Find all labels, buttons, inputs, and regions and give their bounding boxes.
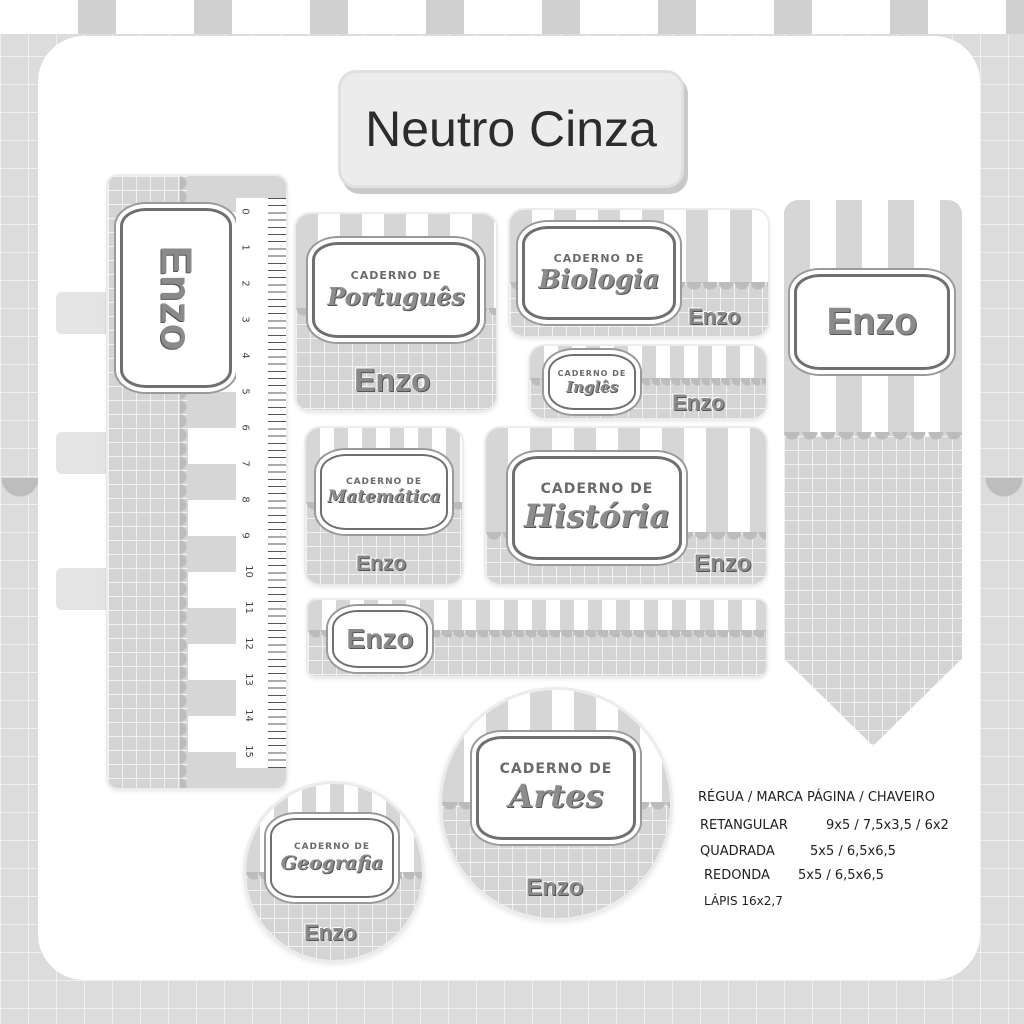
tag-biologia: CADERNO DE Biologia Enzo xyxy=(510,210,768,336)
ruler-number: 15 xyxy=(242,745,254,758)
spec-redonda-sizes: 5x5 / 6,5x6,5 xyxy=(798,868,884,883)
ruler-number: 12 xyxy=(242,637,254,650)
left-wave-ornament xyxy=(0,478,40,534)
bookmark-label: Enzo xyxy=(784,200,962,746)
spec-retangular-label: RETANGULAR xyxy=(700,818,788,833)
ruler-number: 4 xyxy=(239,352,251,359)
subject-historia: História xyxy=(523,497,671,535)
name-text: Enzo xyxy=(672,390,725,415)
ruler-number: 13 xyxy=(242,673,254,686)
name-text: Enzo xyxy=(304,920,357,945)
tag-historia: CADERNO DE História Enzo xyxy=(486,428,766,584)
ruler-number: 11 xyxy=(242,601,254,614)
name-text: Enzo xyxy=(526,874,584,901)
caderno-label: CADERNO DE xyxy=(557,368,627,378)
caderno-label: CADERNO DE xyxy=(540,481,654,497)
ruler-tab xyxy=(56,568,112,610)
tag-ingles: CADERNO DE Inglês Enzo xyxy=(530,346,766,418)
ruler-number: 6 xyxy=(239,424,251,431)
ruler-number: 3 xyxy=(239,316,251,323)
tag-lapis: Enzo xyxy=(308,600,766,676)
caderno-label: CADERNO DE xyxy=(350,269,442,282)
spec-line-products: RÉGUA / MARCA PÁGINA / CHAVEIRO xyxy=(698,790,935,805)
name-text: Enzo xyxy=(688,304,741,329)
name-text: Enzo xyxy=(694,550,752,577)
tag-artes: CADERNO DE Artes Enzo xyxy=(442,690,670,918)
caderno-label: CADERNO DE xyxy=(499,761,613,777)
caderno-label: CADERNO DE xyxy=(553,251,645,265)
page-title: Neutro Cinza xyxy=(365,101,657,157)
subject-portugues: Português xyxy=(327,282,465,311)
subject-ingles: Inglês xyxy=(565,377,619,396)
tag-matematica: CADERNO DE Matemática Enzo xyxy=(306,428,462,584)
name-text: Enzo xyxy=(356,552,407,575)
spec-lapis: LÁPIS 16x2,7 xyxy=(704,894,783,908)
name-text: Enzo xyxy=(826,300,918,343)
subject-geografia: Geografia xyxy=(280,852,384,874)
ruler-number: 1 xyxy=(239,244,251,251)
tag-portugues: CADERNO DE Português Enzo xyxy=(296,214,496,410)
subject-matematica: Matemática xyxy=(327,487,441,507)
ruler-tab xyxy=(56,432,112,474)
ruler-number: 2 xyxy=(239,280,251,287)
ruler-number: 8 xyxy=(239,496,251,503)
ruler-number: 9 xyxy=(239,532,251,539)
spec-retangular-sizes: 9x5 / 7,5x3,5 / 6x2 xyxy=(826,818,949,833)
name-text: Enzo xyxy=(354,362,431,398)
spec-redonda-label: REDONDA xyxy=(704,868,770,883)
right-wave-ornament xyxy=(984,478,1024,534)
spec-quadrada-label: QUADRADA xyxy=(700,844,775,859)
name-text: Enzo xyxy=(346,623,414,654)
top-stripe-border xyxy=(0,0,1024,34)
ruler-name: Enzo xyxy=(151,245,201,351)
subject-biologia: Biologia xyxy=(538,264,660,295)
ruler-number: 14 xyxy=(242,709,254,722)
tag-geografia: CADERNO DE Geografia Enzo xyxy=(246,784,422,960)
ruler-number: 7 xyxy=(239,460,251,467)
ruler-number: 5 xyxy=(239,388,251,395)
ruler-number: 10 xyxy=(242,565,254,578)
ruler-name-frame: Enzo xyxy=(120,208,232,388)
caderno-label: CADERNO DE xyxy=(293,842,371,852)
title-box: Neutro Cinza xyxy=(338,70,684,188)
spec-quadrada-sizes: 5x5 / 6,5x6,5 xyxy=(810,844,896,859)
ruler-number: 0 xyxy=(239,208,251,215)
ruler-tab xyxy=(56,292,112,334)
subject-artes: Artes xyxy=(508,777,604,815)
caderno-label: CADERNO DE xyxy=(345,477,423,487)
